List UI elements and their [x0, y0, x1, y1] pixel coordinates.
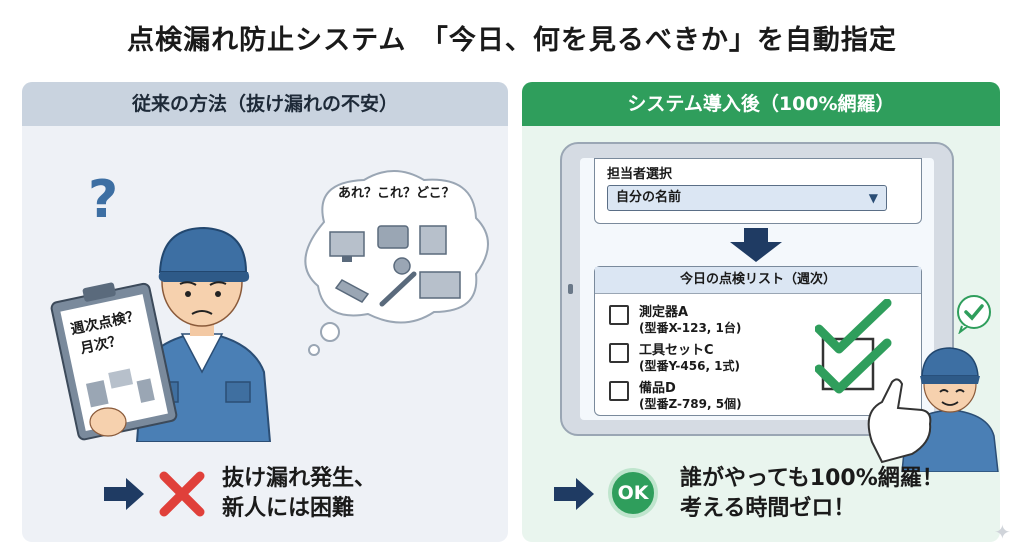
- arrow-down-icon: [730, 228, 782, 262]
- confused-worker-illustration: [50, 226, 272, 442]
- before-result-text: 抜け漏れ発生、 新人には困難: [222, 464, 376, 524]
- tablet-side-button: [568, 284, 573, 294]
- after-result-text: 誰がやっても100%網羅！ 考える時間ゼロ！: [680, 464, 944, 524]
- chevron-down-icon: ▼: [868, 191, 878, 205]
- checklist-card: 今日の点検リスト（週次） 測定器A (型番X-123, 1台) 工具セットC (…: [594, 266, 922, 416]
- before-panel-header: 従来の方法（抜け漏れの不安）: [22, 82, 508, 126]
- checkbox[interactable]: [609, 343, 629, 363]
- after-panel: システム導入後（100%網羅） 担当者選択 自分の名前 ▼ 今日の点検リスト（週…: [522, 82, 1000, 542]
- cross-icon: [159, 471, 205, 517]
- check-bubble-icon: [957, 295, 991, 334]
- item-name: 測定器A: [639, 305, 689, 320]
- after-result-line-2: 考える時間ゼロ！: [680, 496, 856, 521]
- checkbox[interactable]: [609, 305, 629, 325]
- assignee-card: 担当者選択 自分の名前 ▼: [594, 158, 922, 224]
- ok-badge-label: OK: [617, 482, 649, 504]
- sparkle-icon: ✦: [994, 520, 1011, 544]
- tablet-device: 担当者選択 自分の名前 ▼ 今日の点検リスト（週次） 測定器A (型番X-123…: [560, 142, 954, 436]
- tablet-screen: 担当者選択 自分の名前 ▼ 今日の点検リスト（週次） 測定器A (型番X-123…: [580, 158, 934, 420]
- happy-worker-illustration: [867, 347, 999, 472]
- after-result-line-1: 誰がやっても100%網羅！: [680, 466, 944, 491]
- assignee-label: 担当者選択: [607, 167, 673, 182]
- question-mark-icon: ?: [88, 170, 119, 230]
- before-result-line-1: 抜け漏れ発生、: [222, 466, 377, 491]
- checkbox[interactable]: [609, 381, 629, 401]
- item-model: (型番X-123, 1台): [639, 321, 742, 335]
- item-model: (型番Z-789, 5個): [639, 397, 742, 411]
- item-model: (型番Y-456, 1式): [639, 359, 741, 373]
- assignee-select[interactable]: 自分の名前 ▼: [607, 185, 887, 211]
- big-checkmarks-icon: [815, 299, 892, 394]
- ok-badge: OK: [608, 468, 658, 518]
- arrow-right-icon: [554, 478, 594, 510]
- thought-bubble: [304, 170, 489, 356]
- assignee-value: 自分の名前: [616, 190, 682, 205]
- item-name: 備品D: [639, 381, 676, 396]
- thought-text: あれ？これ？どこ？: [338, 186, 455, 201]
- before-panel: 従来の方法（抜け漏れの不安） ? 週次点検？ 月次？: [22, 82, 508, 542]
- item-name: 工具セットC: [639, 343, 714, 358]
- before-result-line-2: 新人には困難: [222, 496, 355, 521]
- page-title: 点検漏れ防止システム 「今日、何を見るべきか」を自動指定: [127, 25, 897, 56]
- after-panel-header: システム導入後（100%網羅）: [522, 82, 1000, 126]
- arrow-right-icon: [104, 478, 144, 510]
- checklist-title: 今日の点検リスト（週次）: [595, 267, 921, 294]
